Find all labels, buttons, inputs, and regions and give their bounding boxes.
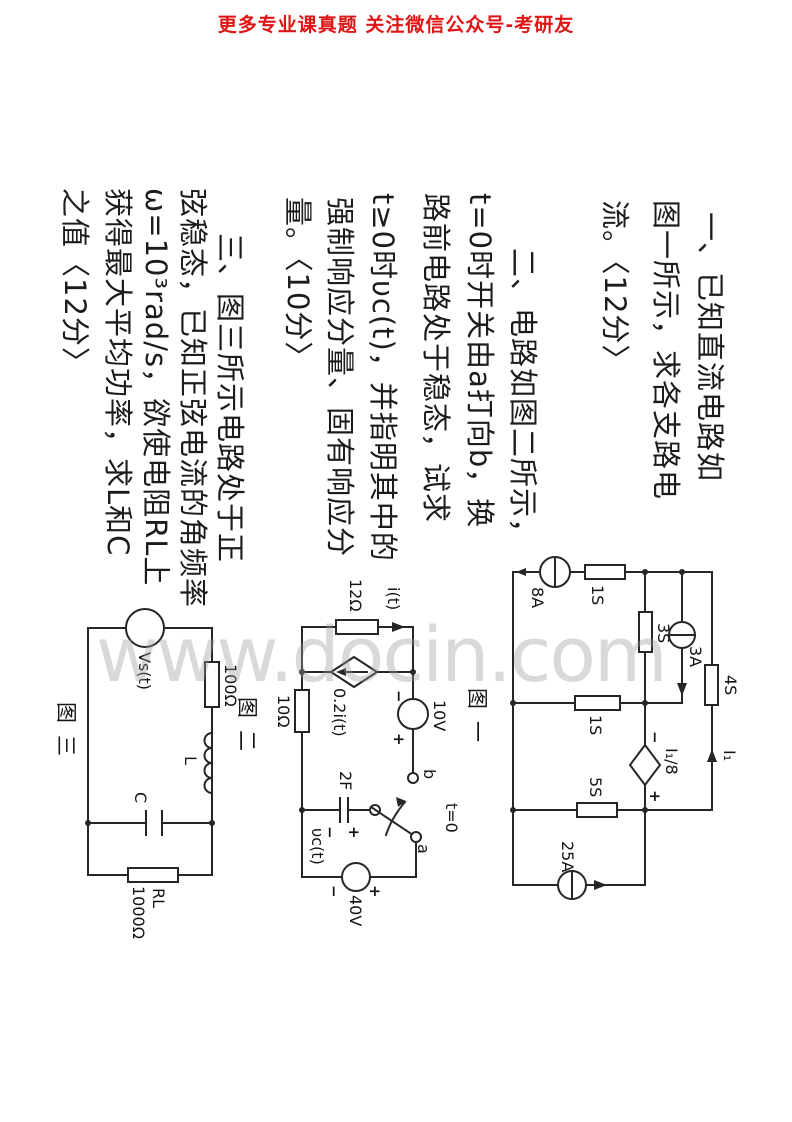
label-8a: 8A: [528, 587, 547, 608]
conductance-3s: [638, 611, 653, 653]
q3-line-2: 弦稳态，已知正弦电流的角频率: [176, 188, 210, 609]
dep-plus-sign: +: [646, 790, 664, 803]
inductor-l: [203, 731, 214, 795]
q2-line-1: 二、电路如图二所示，: [506, 248, 540, 549]
label-i1: I₁: [720, 750, 739, 761]
resistor-100ohm: [204, 661, 220, 708]
current-arrow-right-icon: [677, 683, 687, 696]
label-1000ohm: 1000Ω: [129, 886, 148, 939]
resistor-10ohm: [294, 689, 310, 733]
dep-minus-sign: −: [646, 731, 664, 744]
q3-line-4: 获得最大平均功率，求L和C: [101, 188, 135, 557]
label-c: C: [131, 792, 150, 803]
label-10v: 10V: [430, 700, 449, 731]
watermark: www.docin.com: [96, 610, 668, 699]
q2-line-2: t=0时开关由a打向b，换: [463, 193, 497, 529]
label-5s: 5S: [586, 777, 605, 797]
switch-motion-arc: [384, 800, 407, 837]
dep-arrow-down-icon: [336, 668, 346, 676]
conductance-1s-a: [584, 564, 626, 580]
figure-2-caption: 图二: [235, 697, 259, 763]
v10-plus-sign: +: [390, 733, 408, 746]
label-it: i(t): [384, 587, 403, 610]
figure-1-caption: 图一: [465, 688, 489, 754]
terminal-b: [407, 772, 419, 784]
current-arrow-down-icon: [516, 568, 526, 576]
q1-line-3: 流。〈12分〉: [598, 200, 632, 375]
label-3s: 3S: [654, 623, 673, 643]
figure-3-circuit: Vs(t) 100Ω L C RL 1000Ω 图三: [54, 608, 240, 939]
q1-line-2: 图一所示，求各支路电: [649, 200, 683, 501]
label-3a: 3A: [686, 646, 705, 667]
q1-line-1: 一、已知直流电路如: [693, 212, 727, 483]
label-i1-8: I₁/8: [662, 748, 681, 775]
label-t0: t=0: [442, 803, 461, 833]
label-b: b: [420, 769, 439, 779]
label-vs: Vs(t): [135, 652, 154, 690]
label-a: a: [414, 844, 433, 854]
cap-minus-sign: −: [321, 826, 339, 839]
label-2f: 2F: [336, 771, 355, 790]
label-4s: 4S: [721, 675, 740, 695]
conductance-1s-b: [574, 695, 621, 711]
label-12ohm: 12Ω: [346, 579, 365, 612]
label-100ohm: 100Ω: [221, 664, 240, 707]
q2-line-3: 路前电路处于稳态，试求: [419, 193, 453, 524]
label-1s-b: 1S: [586, 715, 605, 735]
terminal-a: [410, 831, 422, 843]
resistor-12ohm: [335, 619, 379, 635]
q3-line-1: 三、图三所示电路处于正: [213, 233, 247, 564]
label-02it: 0.2i(t): [330, 688, 349, 737]
label-25a: 25A: [558, 841, 577, 872]
switch-motion-arrow-icon: [396, 797, 406, 807]
switch-arm: [369, 805, 421, 841]
q3-line-5: 之值〈12分〉: [58, 188, 92, 377]
promo-header: 更多专业课真题 关注微信公众号-考研友: [217, 14, 575, 36]
conductance-4s: [704, 664, 719, 706]
v10-minus-sign: −: [390, 690, 408, 703]
label-l: L: [181, 756, 200, 765]
cap-plus-sign: +: [345, 826, 363, 839]
q2-line-6: 量。〈10分〉: [281, 197, 315, 372]
q2-line-4: t≥0时υc(t)，并指明其中的: [366, 193, 400, 562]
figure-1-circuit: 8A 1S 3S 3A 4S I₁ − + I₁/8 1S 5S 25A: [465, 556, 740, 900]
wire: [301, 841, 417, 878]
label-vc: υc(t): [308, 828, 327, 865]
resistor-rl: [127, 867, 179, 883]
conductance-5s: [576, 802, 618, 818]
figure-3-caption: 图三: [54, 702, 78, 768]
dependent-source-i1-8: [628, 743, 662, 787]
v40-plus-sign: +: [366, 885, 384, 898]
voltage-source-vs: [125, 608, 165, 648]
v40-minus-sign: −: [325, 885, 343, 898]
label-rl: RL: [149, 888, 168, 908]
figure-2-circuit: i(t) 12Ω 0.2i(t) 10Ω − + 10V b a t=0 2F …: [235, 579, 461, 926]
label-1s-a: 1S: [588, 585, 607, 605]
voltage-source-40v: [341, 862, 371, 892]
i1-arrow-left-icon: [707, 749, 717, 762]
label-40v: 40V: [346, 895, 365, 926]
q3-line-3: ω=10³rad/s，欲使电阻RL上: [139, 188, 173, 587]
it-arrow-up-icon: [392, 622, 405, 632]
label-10ohm: 10Ω: [274, 695, 293, 728]
voltage-source-10v: [397, 698, 429, 730]
q2-line-5: 强制响应分量、固有响应分: [323, 197, 357, 558]
current-arrow-up-icon: [594, 880, 607, 890]
